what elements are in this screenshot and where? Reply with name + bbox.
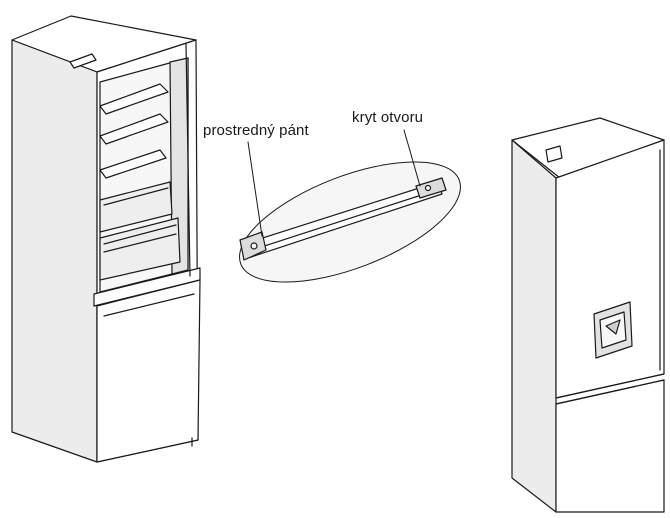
left-fridge-open <box>11 15 201 463</box>
right-fridge-side-panel <box>511 139 557 513</box>
glass-shelf-2 <box>99 113 169 145</box>
leader-hole-cover <box>403 129 421 187</box>
crisper-drawer-1 <box>99 181 173 233</box>
top-hinge-bracket <box>69 53 97 69</box>
dispenser-lever <box>605 319 621 335</box>
left-fridge-side-panel <box>11 39 98 463</box>
freezer-front <box>96 279 201 463</box>
crisper-drawer-2 <box>99 217 181 281</box>
glass-shelf-3 <box>99 149 167 179</box>
right-top-hinge <box>545 145 563 163</box>
upper-door <box>555 139 665 399</box>
glass-shelf-1 <box>99 83 169 115</box>
leader-middle-hinge <box>247 141 263 237</box>
right-fridge-closed <box>511 117 665 513</box>
hinge-detail-callout <box>239 129 461 283</box>
label-middle-hinge: prostredný pánt <box>203 122 309 139</box>
label-hole-cover: kryt otvoru <box>352 109 424 126</box>
